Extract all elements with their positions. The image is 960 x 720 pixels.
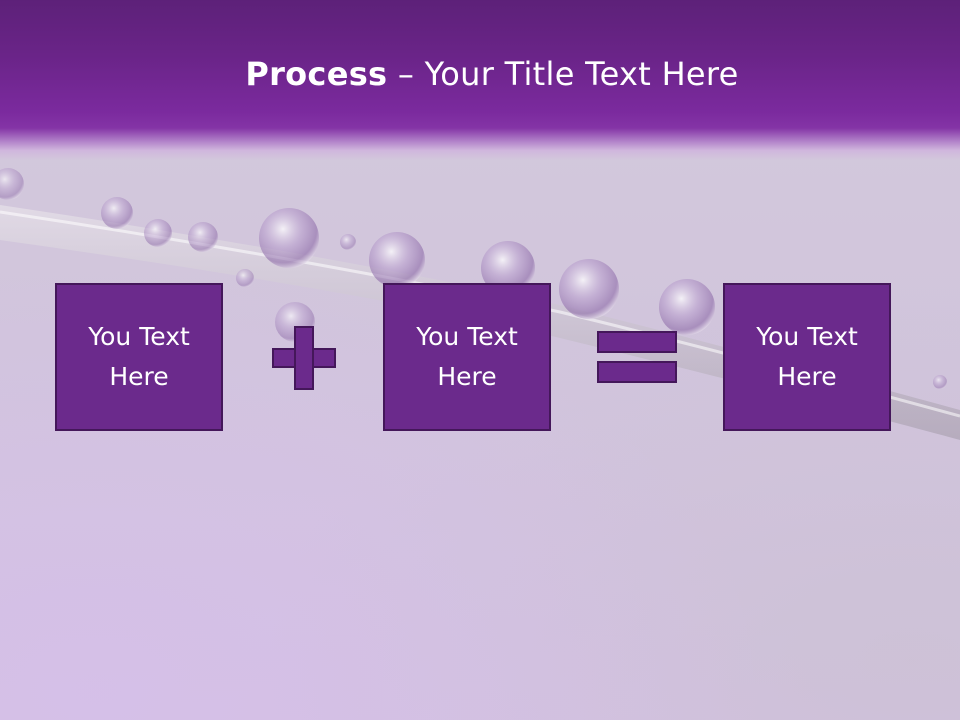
header-band xyxy=(0,0,960,160)
process-box-2[interactable]: You Text Here xyxy=(383,283,551,431)
process-box-result[interactable]: You Text Here xyxy=(723,283,891,431)
process-box-text-line-2: Here xyxy=(437,362,497,391)
process-box-text-line-2: Here xyxy=(109,362,169,391)
title-rest: – Your Title Text Here xyxy=(387,55,739,93)
process-box-text-line-1: You Text xyxy=(756,322,858,351)
process-box-text-line-1: You Text xyxy=(416,322,518,351)
plus-icon xyxy=(272,326,336,390)
process-box-text-line-1: You Text xyxy=(88,322,190,351)
title-bold-word: Process xyxy=(245,55,388,93)
plus-center xyxy=(296,350,312,366)
slide-title: Process – Your Title Text Here xyxy=(0,52,960,96)
equals-top-bar xyxy=(597,331,677,353)
equals-bottom-bar xyxy=(597,361,677,383)
process-box-text-line-2: Here xyxy=(777,362,837,391)
equals-icon xyxy=(597,331,677,383)
process-box-1[interactable]: You Text Here xyxy=(55,283,223,431)
